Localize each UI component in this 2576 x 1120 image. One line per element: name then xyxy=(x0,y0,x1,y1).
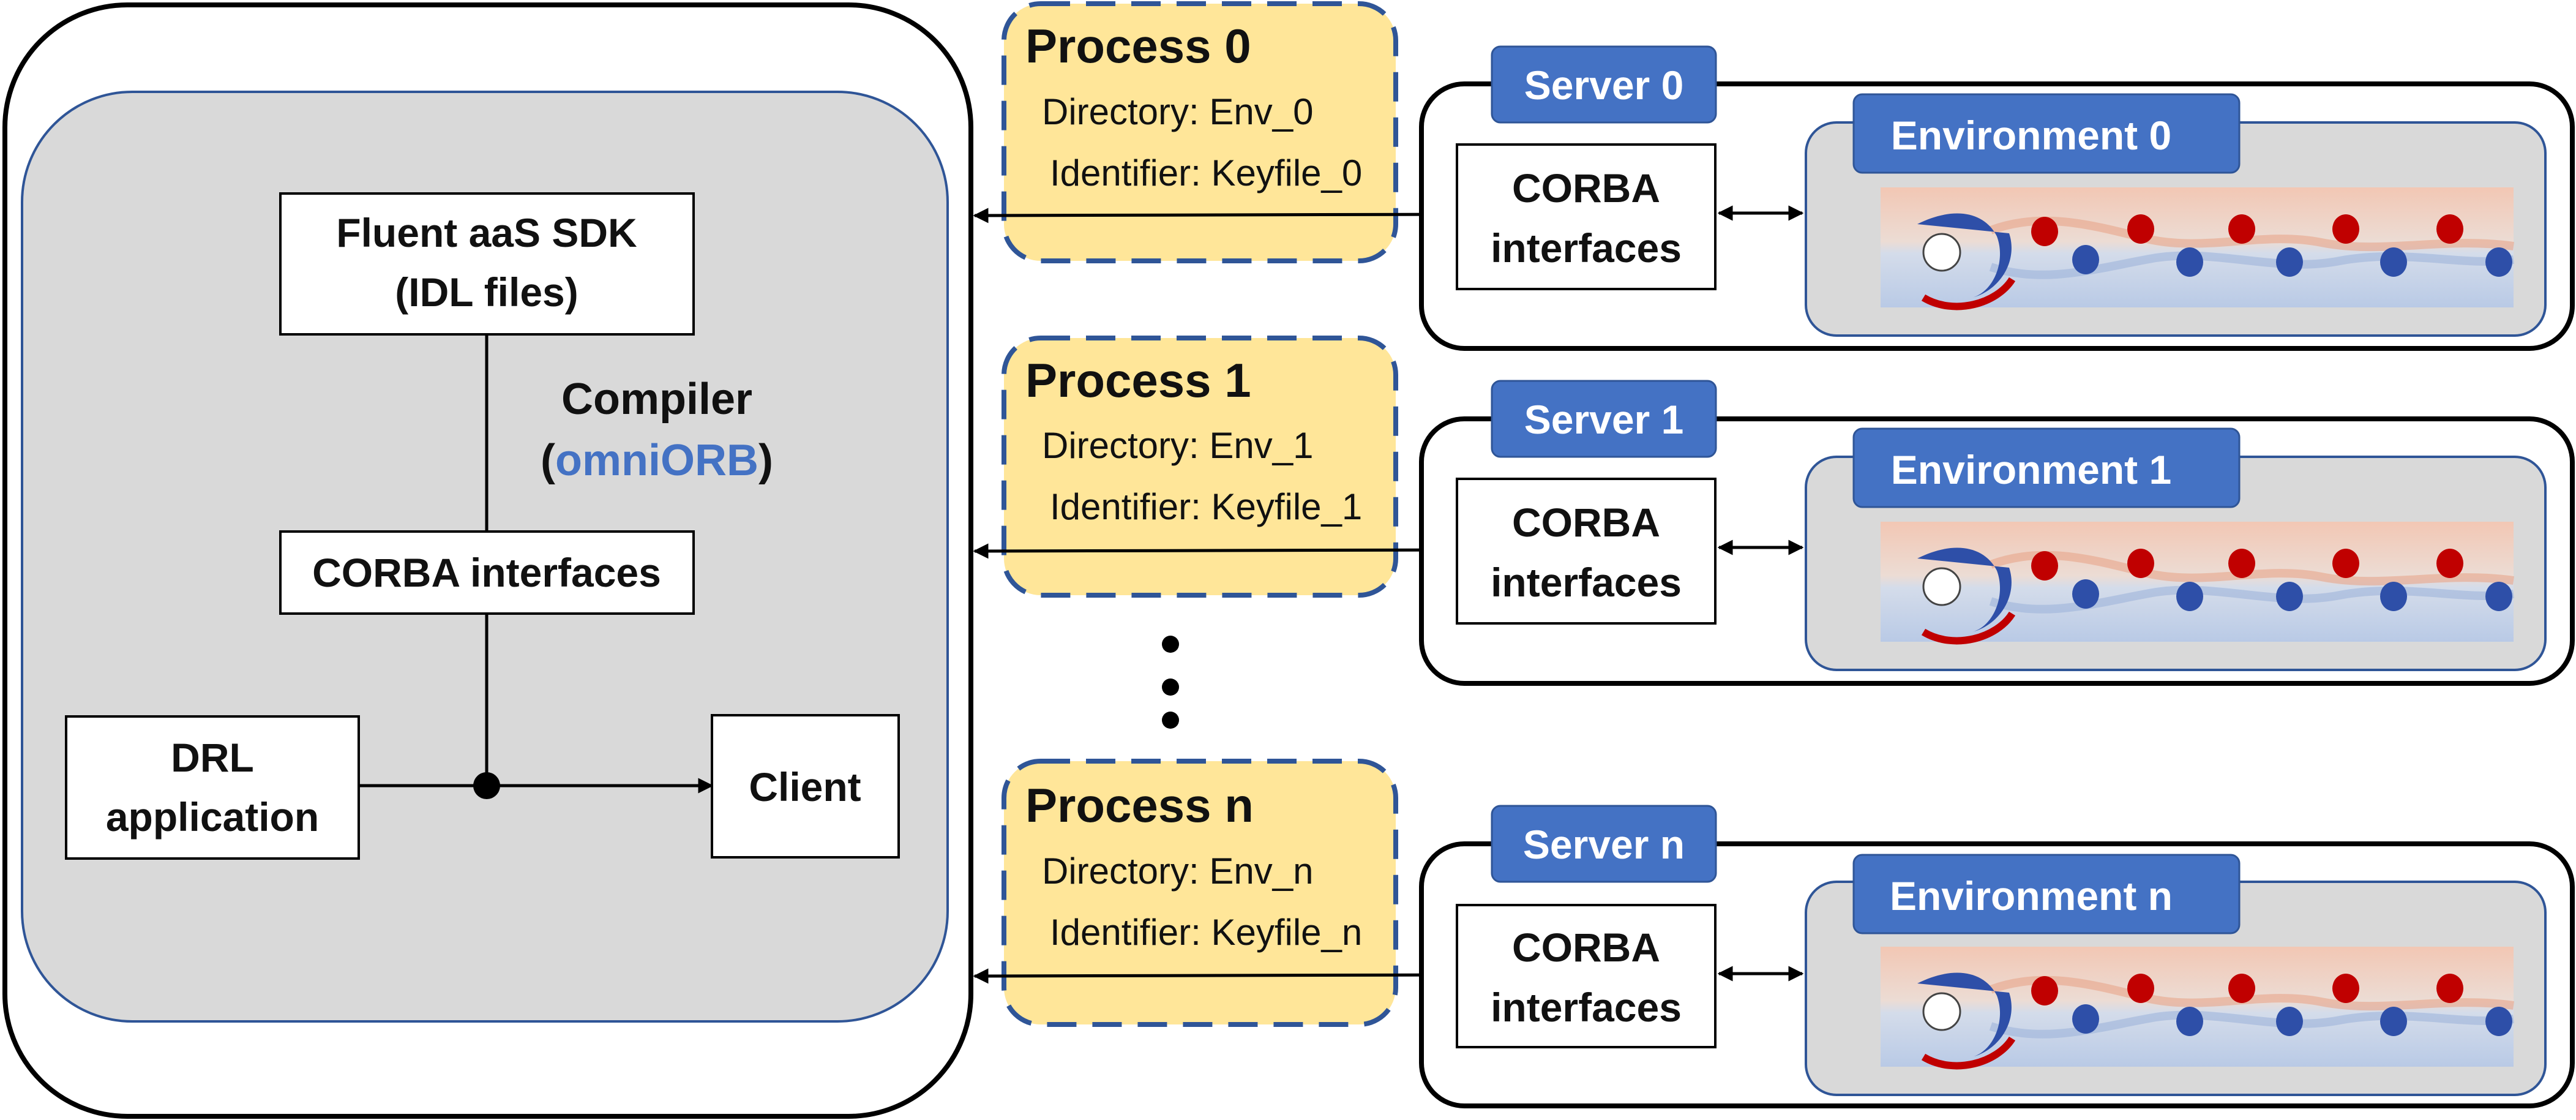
server-label: Server 0 xyxy=(1524,62,1684,108)
environment-label: Environment n xyxy=(1890,873,2173,919)
process-box-1: Process 1 Directory: Env_1 Identifier: K… xyxy=(1002,336,1398,598)
drl-label-line1: DRL xyxy=(171,735,254,780)
server-corba-line1: CORBA xyxy=(1512,165,1660,211)
server-1: Server 1 CORBA interfaces Environment 1 xyxy=(1419,380,2575,686)
junction-dot xyxy=(473,772,500,799)
server-n: Server n CORBA interfaces Environment n xyxy=(1419,805,2575,1108)
server-label: Server 1 xyxy=(1524,397,1684,442)
process-identifier: Identifier: Keyfile_n xyxy=(1050,912,1362,953)
environment-tab xyxy=(1852,93,2241,174)
environment-label: Environment 1 xyxy=(1891,447,2171,492)
server-corba-line1: CORBA xyxy=(1512,500,1660,545)
server-corba-line2: interfaces xyxy=(1491,985,1682,1030)
server-label: Server n xyxy=(1523,822,1685,867)
client-label: Client xyxy=(749,764,861,810)
process-directory: Directory: Env_1 xyxy=(1042,425,1314,466)
client-server-arrow-1 xyxy=(973,542,1459,559)
continuation-dots xyxy=(1162,636,1179,729)
process-identifier: Identifier: Keyfile_0 xyxy=(1050,152,1362,194)
server-corba-box xyxy=(1456,143,1717,290)
server-tab xyxy=(1491,380,1717,458)
sdk-label-line2: (IDL files) xyxy=(395,269,578,315)
environment-tab xyxy=(1852,427,2241,508)
client-server-arrow-0 xyxy=(973,206,1459,224)
client-corba-box xyxy=(279,530,695,615)
process-identifier: Identifier: Keyfile_1 xyxy=(1050,486,1362,527)
vortex-flow-image xyxy=(1881,947,2514,1067)
server-corba-box xyxy=(1456,478,1717,625)
process-directory: Directory: Env_0 xyxy=(1042,91,1314,132)
process-title: Process 0 xyxy=(1025,19,1251,73)
compiler-label: Compiler xyxy=(561,375,752,424)
vortex-flow-image xyxy=(1881,187,2514,307)
server-corba-line2: interfaces xyxy=(1491,560,1682,605)
sdk-label-line1: Fluent aaS SDK xyxy=(336,210,637,255)
vortex-flow-image xyxy=(1881,522,2514,642)
server-tab xyxy=(1491,45,1717,124)
client-server-arrow-n xyxy=(973,967,1459,984)
drl-application-box xyxy=(65,715,360,860)
environment-label: Environment 0 xyxy=(1891,113,2171,158)
server-corba-line2: interfaces xyxy=(1491,225,1682,271)
server-tab xyxy=(1491,805,1717,883)
process-title: Process 1 xyxy=(1025,353,1251,407)
process-box-0: Process 0 Directory: Env_0 Identifier: K… xyxy=(1002,1,1398,263)
server-corba-line1: CORBA xyxy=(1512,925,1660,970)
client-corba-label: CORBA interfaces xyxy=(312,550,661,595)
drl-label-line2: application xyxy=(106,794,319,840)
server-0: Server 0 CORBA interfaces Environment 0 xyxy=(1419,45,2575,351)
process-box-n: Process n Directory: Env_n Identifier: K… xyxy=(1002,759,1398,1027)
process-title: Process n xyxy=(1025,778,1254,832)
client-box xyxy=(711,714,900,859)
sdk-box xyxy=(279,192,695,336)
environment-tab xyxy=(1852,854,2241,934)
process-directory: Directory: Env_n xyxy=(1042,851,1314,892)
server-corba-box xyxy=(1456,904,1717,1048)
compiler-tool-label: (omniORB) xyxy=(541,436,773,485)
